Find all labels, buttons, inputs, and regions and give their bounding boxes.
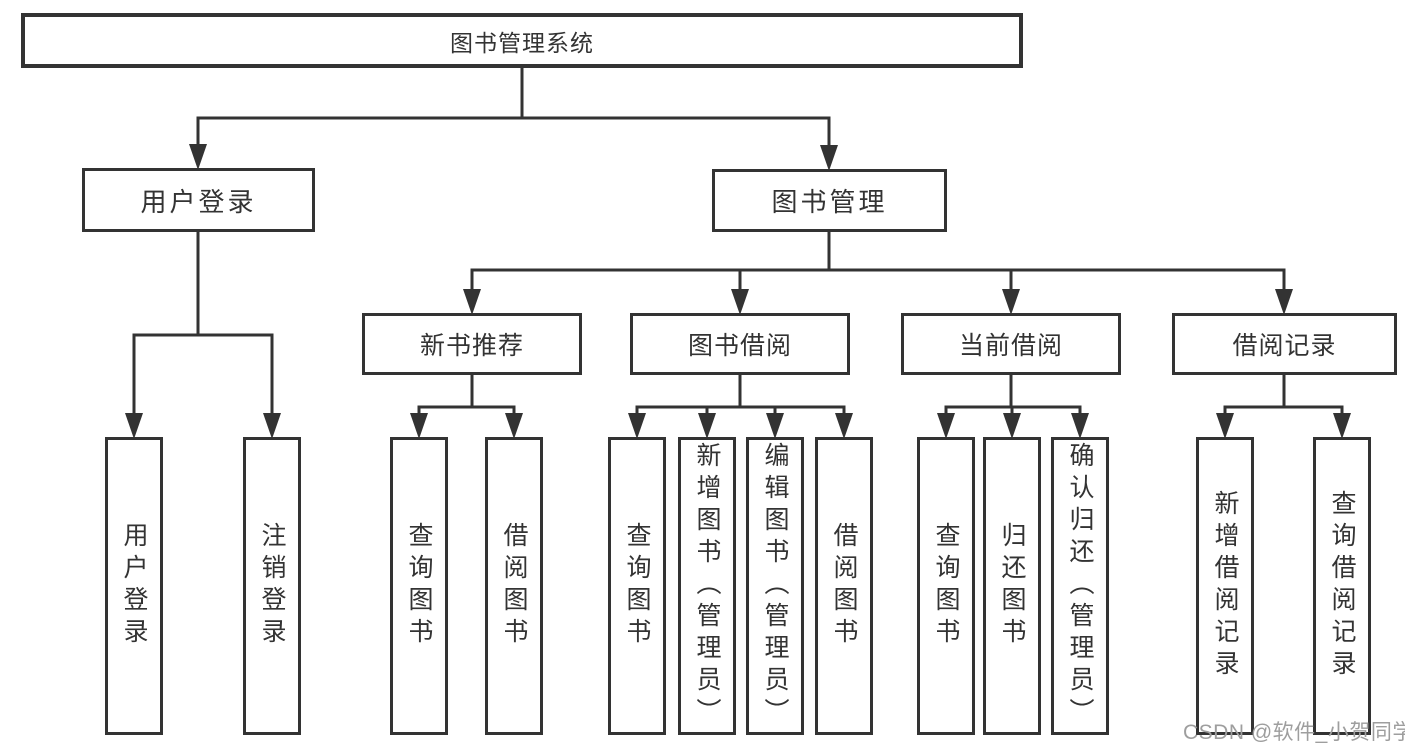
- node-book-borrow-label: 图书借阅: [687, 332, 792, 360]
- leaf-query-books-current-label: 查询图书: [932, 522, 960, 650]
- node-new-book-recommend-label: 新书推荐: [419, 332, 524, 360]
- leaf-query-books-borrow-label: 查询图书: [623, 522, 651, 650]
- leaf-user-login-label: 用户登录: [120, 522, 148, 650]
- node-current-borrow: 当前借阅: [901, 313, 1121, 375]
- leaf-query-books-recommend-label: 查询图书: [405, 522, 433, 650]
- leaf-borrow-books-recommend-label: 借阅图书: [500, 522, 528, 650]
- node-root: 图书管理系统: [21, 13, 1023, 68]
- node-book-borrow: 图书借阅: [630, 313, 850, 375]
- leaf-logout-label: 注销登录: [258, 522, 286, 650]
- leaf-edit-book-admin: 编辑图书（管理员）: [746, 437, 804, 735]
- node-book-management: 图书管理: [712, 169, 947, 232]
- leaf-borrow-books-borrow-label: 借阅图书: [830, 522, 858, 650]
- arrowhead-icons: [125, 144, 1351, 439]
- leaf-add-borrow-record-label: 新增借阅记录: [1211, 490, 1239, 682]
- leaf-confirm-return-admin: 确认归还（管理员）: [1051, 437, 1109, 735]
- leaf-confirm-return-admin-label: 确认归还（管理员）: [1066, 442, 1094, 730]
- leaf-query-books-current: 查询图书: [917, 437, 975, 735]
- leaf-borrow-books-recommend: 借阅图书: [485, 437, 543, 735]
- leaf-query-books-borrow: 查询图书: [608, 437, 666, 735]
- leaf-add-borrow-record: 新增借阅记录: [1196, 437, 1254, 735]
- node-borrow-records-label: 借阅记录: [1232, 332, 1337, 360]
- node-borrow-records: 借阅记录: [1172, 313, 1397, 375]
- node-current-borrow-label: 当前借阅: [958, 332, 1063, 360]
- node-book-management-label: 图书管理: [771, 187, 888, 217]
- leaf-return-book-label: 归还图书: [998, 522, 1026, 650]
- watermark: CSDN @软件_小贺同学: [1183, 721, 1405, 744]
- leaf-query-borrow-record-label: 查询借阅记录: [1328, 490, 1356, 682]
- leaf-logout: 注销登录: [243, 437, 301, 735]
- node-new-book-recommend: 新书推荐: [362, 313, 582, 375]
- leaf-add-book-admin-label: 新增图书（管理员）: [693, 442, 721, 730]
- leaf-query-books-recommend: 查询图书: [390, 437, 448, 735]
- leaf-add-book-admin: 新增图书（管理员）: [678, 437, 736, 735]
- leaf-user-login: 用户登录: [105, 437, 163, 735]
- leaf-return-book: 归还图书: [983, 437, 1041, 735]
- node-user-login-label: 用户登录: [140, 186, 257, 217]
- leaf-query-borrow-record: 查询借阅记录: [1313, 437, 1371, 735]
- node-root-label: 图书管理系统: [450, 29, 594, 56]
- node-user-login: 用户登录: [82, 168, 315, 232]
- leaf-borrow-books-borrow: 借阅图书: [815, 437, 873, 735]
- leaf-edit-book-admin-label: 编辑图书（管理员）: [761, 442, 789, 730]
